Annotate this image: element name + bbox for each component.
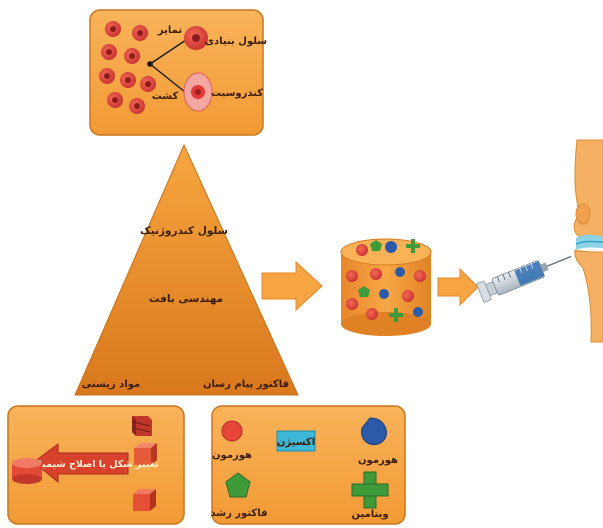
- label-growth-factor: فاکتور رشد: [210, 508, 267, 519]
- scaffold-side-cell: [346, 270, 358, 282]
- label-oxygen: اکسیژن: [277, 437, 315, 448]
- oxygen-label-box: [276, 430, 316, 452]
- hydrogel-cube-icon: [134, 443, 157, 465]
- cell-cluster: [99, 21, 156, 114]
- cluster-cell: [101, 44, 117, 60]
- porous-cube-icon: [132, 416, 152, 436]
- label-vitamin: ویتامین: [351, 509, 388, 520]
- scaffold-side-cell: [402, 290, 414, 302]
- label-differentiation: تمایز: [157, 25, 182, 36]
- knee-joint-icon: [573, 139, 603, 343]
- scaffold-top-blue: [385, 241, 397, 253]
- cluster-cell: [99, 68, 115, 84]
- top-panel: تمایز کشت سلول بنیادی کندروسیت: [89, 9, 267, 136]
- bottom-right-panel: هورمون اکسیژن هورمون فاکتور رشد ویتامین: [210, 405, 406, 525]
- label-hormone-right: هورمون: [358, 455, 398, 466]
- triangle-bottom-right-label: فاکتور پیام رسان: [203, 379, 289, 390]
- cluster-cell: [105, 21, 121, 37]
- scaffold-side-cell: [370, 268, 382, 280]
- modification-arrow: [33, 443, 129, 484]
- modification-label: تغییر شکل یا اصلاح شیمیایی: [25, 459, 158, 470]
- scaffold-side-blue: [395, 267, 405, 277]
- cluster-cell: [129, 98, 145, 114]
- cluster-cell: [132, 25, 148, 41]
- hormone-red-icon: [221, 420, 243, 442]
- cluster-cell: [107, 92, 123, 108]
- solid-cube-icon: [133, 489, 156, 511]
- triangle-shape: [74, 143, 299, 396]
- syringe-icon: [476, 255, 572, 303]
- cluster-cell: [140, 76, 156, 92]
- scaffold-side-cell: [414, 270, 426, 282]
- arrow-to-syringe: [437, 267, 479, 307]
- bottom-left-panel: تغییر شکل یا اصلاح شیمیایی: [7, 405, 185, 525]
- cluster-cell: [124, 48, 140, 64]
- scaffold-side-pentagon: [358, 286, 370, 297]
- scaffold-side-cell: [366, 308, 378, 320]
- stem-cell: [184, 26, 208, 50]
- scaffold-disc-icon: [12, 458, 42, 484]
- cluster-cell: [120, 72, 136, 88]
- scaffold-side-blue: [379, 289, 389, 299]
- scaffold-cylinder: [340, 238, 432, 336]
- arrow-to-scaffold: [261, 260, 323, 312]
- scaffold-top-green-plus: [406, 239, 420, 253]
- scaffold-top-cell: [356, 244, 368, 256]
- label-hormone-left: هورمون: [212, 450, 252, 461]
- scaffold-side-blue: [413, 307, 423, 317]
- scaffold-side-green-plus: [389, 308, 403, 322]
- triangle-middle-label: مهندسی بافت: [149, 293, 223, 305]
- scaffold-side-cell: [346, 298, 358, 310]
- triangle-top-label: سلول کندروژنیک: [140, 225, 228, 237]
- scaffold-top-pentagon: [370, 240, 382, 251]
- hormone-blue-icon: [361, 417, 387, 446]
- label-stem-cell: سلول بنیادی: [205, 36, 267, 47]
- vitamin-plus-icon: [351, 471, 389, 509]
- growth-factor-pentagon-icon: [225, 472, 251, 498]
- tissue-engineering-triangle: سلول کندروژنیک مهندسی بافت مواد زیستی فا…: [74, 143, 299, 396]
- label-chondrocyte: کندروسیت: [211, 88, 263, 99]
- triangle-bottom-left-label: مواد زیستی: [82, 379, 140, 390]
- chondrocyte-cell: [183, 72, 213, 112]
- label-culture: کشت: [152, 91, 179, 102]
